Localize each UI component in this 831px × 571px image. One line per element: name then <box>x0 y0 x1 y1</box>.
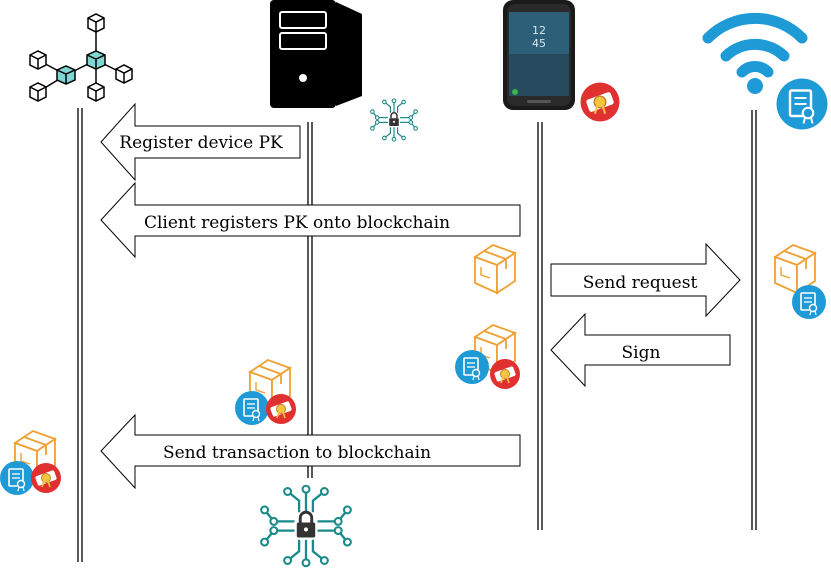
blockchain-network-icon <box>29 13 133 102</box>
certificate-badge-icon <box>265 393 297 425</box>
wifi-icon <box>702 12 808 94</box>
message-sign: Sign <box>550 312 731 388</box>
lifeline-phone <box>537 122 543 530</box>
circuit-lock-icon-small <box>369 98 419 142</box>
certificate-icon-wifi <box>775 77 829 131</box>
svg-text:12: 12 <box>532 24 546 37</box>
server-tower-icon <box>270 0 362 108</box>
certificate-badge-icon <box>30 462 62 494</box>
lifeline-server <box>307 122 313 478</box>
lifeline-wifi-device <box>751 110 757 530</box>
certificate-icon <box>791 284 827 320</box>
certificate-icon <box>0 460 35 496</box>
message-send-transaction: Send transaction to blockchain <box>100 413 521 490</box>
package-icon <box>474 244 516 294</box>
certificate-badge-icon <box>579 81 621 123</box>
certificate-badge-icon <box>489 358 521 390</box>
message-label: Client registers PK onto blockchain <box>144 213 450 233</box>
message-client-registers-pk: Client registers PK onto blockchain <box>100 181 521 259</box>
message-send-request: Send request <box>550 242 741 318</box>
certificate-icon <box>234 390 270 426</box>
message-label: Send transaction to blockchain <box>163 443 431 463</box>
certificate-icon <box>454 349 490 385</box>
message-label: Register device PK <box>119 133 283 153</box>
smartphone-icon: 12 45 <box>503 0 575 110</box>
lifeline-blockchain <box>77 108 83 562</box>
message-label: Sign <box>622 343 661 363</box>
message-label: Send request <box>583 273 698 293</box>
svg-text:45: 45 <box>532 37 546 50</box>
message-register-device-pk: Register device PK <box>100 102 301 182</box>
circuit-lock-icon <box>259 484 353 568</box>
